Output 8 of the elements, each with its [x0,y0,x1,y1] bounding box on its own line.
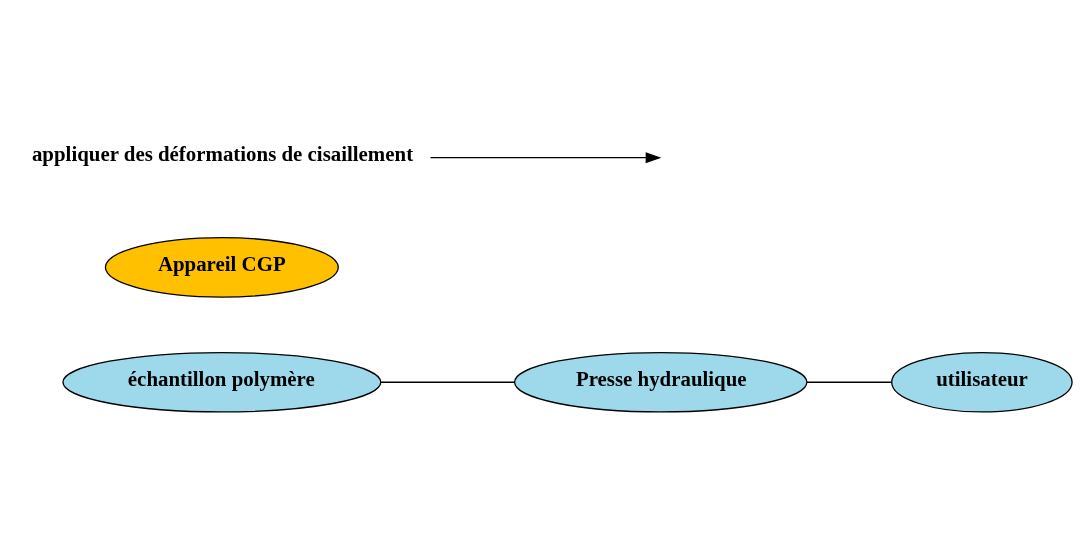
connector [380,381,516,383]
node-ellipse: échantillon polymère [62,351,382,413]
node-ellipse: Presse hydraulique [513,351,808,413]
node-ellipse: utilisateur [891,351,1073,413]
arrow [429,151,662,163]
node-ellipse: Appareil CGP [104,236,339,298]
node-text: appliquer des déformations de cisaillement [31,141,414,166]
connector [806,381,892,383]
